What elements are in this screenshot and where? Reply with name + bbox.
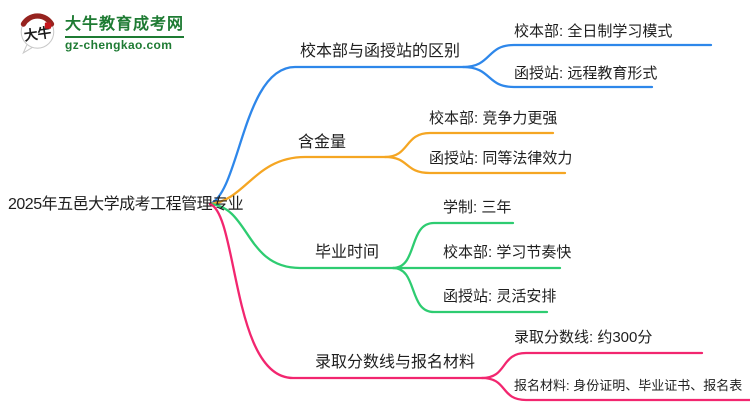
branch2-fork-lower-line: [383, 155, 567, 175]
branch2-fork-upper-line: [383, 131, 555, 159]
branch3-child3: 函授站: 灵活安排: [443, 288, 557, 305]
branch1-fork-lower-line: [461, 65, 654, 89]
logo-divider: [65, 35, 185, 38]
site-logo[interactable]: 大牛 大牛教育成考网 gz-chengkao.com: [17, 13, 185, 55]
logo-url: gz-chengkao.com: [65, 37, 173, 52]
branch1-main-line: [208, 65, 465, 206]
logo-icon-text: 大牛: [23, 24, 53, 44]
branch1-child1: 校本部: 全日制学习模式: [514, 23, 673, 40]
branch3-main-line: [208, 202, 395, 270]
daniu-bull-icon: 大牛: [20, 13, 55, 55]
branch2-child2: 函授站: 同等法律效力: [429, 150, 573, 167]
branch2-child1: 校本部: 竞争力更强: [429, 110, 558, 127]
branch1-fork-upper-line: [461, 43, 713, 69]
branch2-label: 含金量: [298, 134, 347, 151]
branch1-child2: 函授站: 远程教育形式: [514, 65, 658, 82]
branch1-lines: [208, 43, 713, 206]
branch3-label: 毕业时间: [315, 244, 380, 261]
branch4-child2: 报名材料: 身份证明、毕业证书、报名表: [514, 378, 743, 393]
branch4-lines: [208, 202, 750, 402]
branch4-label: 录取分数线与报名材料: [315, 354, 476, 371]
logo-title: 大牛教育成考网: [65, 16, 185, 34]
root-node: 2025年五邑大学成考工程管理专业: [8, 196, 244, 213]
branch4-child1: 录取分数线: 约300分: [514, 329, 653, 346]
branch2-lines: [208, 131, 567, 206]
branch3-lines: [208, 202, 562, 314]
branch4-fork-upper-line: [480, 351, 704, 380]
branch3-fork-upper-line: [391, 221, 515, 270]
branch4-main-line: [208, 202, 484, 380]
branch3-fork-lower-line: [391, 266, 549, 314]
branch3-child1: 学制: 三年: [443, 199, 512, 216]
branch1-label: 校本部与函授站的区别: [300, 43, 461, 60]
branch3-child2: 校本部: 学习节奏快: [443, 244, 572, 261]
branch4-fork-lower-line: [480, 376, 750, 402]
branch2-main-line: [208, 155, 387, 206]
